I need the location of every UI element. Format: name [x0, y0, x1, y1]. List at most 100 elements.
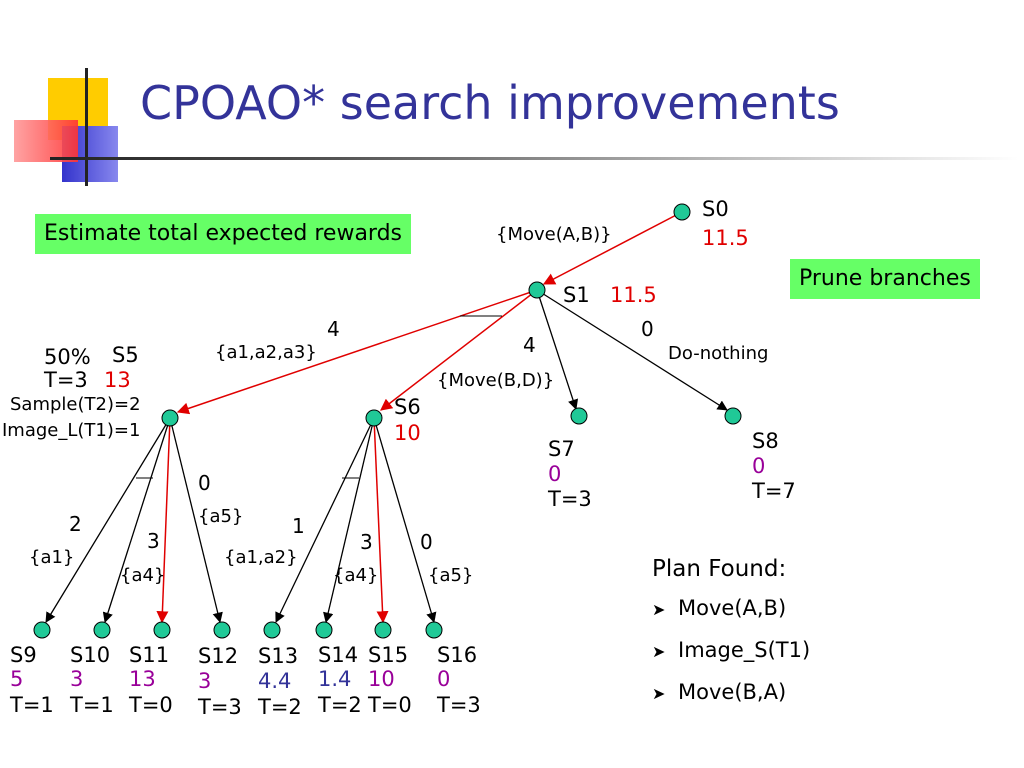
- plan-step: ➤Move(A,B): [652, 596, 810, 620]
- edge-label-a4-s6: {a4}: [333, 565, 378, 586]
- s11-value: 13: [129, 667, 156, 691]
- s1-value: 11.5: [610, 283, 657, 307]
- s15-time: T=0: [367, 693, 412, 717]
- edge-s5-s12: [169, 417, 223, 624]
- s16-name: S16: [437, 643, 477, 667]
- node-s10: [93, 621, 111, 639]
- prune-branches-box: Prune branches: [790, 259, 980, 299]
- s10-time: T=1: [69, 693, 114, 717]
- node-s12: [213, 621, 231, 639]
- edge-s1-s5: [176, 289, 538, 415]
- s14-time: T=2: [317, 693, 362, 717]
- node-s0: [673, 203, 691, 221]
- plan-step-label: Move(B,A): [678, 680, 787, 704]
- edge-s1-s6: [380, 289, 538, 411]
- s10-value: 3: [70, 667, 83, 691]
- plan-heading: Plan Found:: [652, 556, 787, 582]
- s13-name: S13: [258, 644, 298, 668]
- s0-value: 11.5: [702, 226, 749, 250]
- edge-label-s16-reward: 0: [420, 530, 433, 554]
- s7-time: T=3: [547, 487, 592, 511]
- edge-label-a1: {a1}: [29, 547, 74, 568]
- node-s7: [570, 407, 588, 425]
- s15-value: 10: [368, 667, 395, 691]
- edge-s6-s15: [373, 417, 389, 624]
- s16-value: 0: [437, 667, 450, 691]
- s12-value: 3: [198, 669, 211, 693]
- edge-label-s11-reward: 3: [147, 529, 160, 553]
- slide-title: CPOAO* search improvements: [140, 76, 840, 130]
- s1-name: S1: [563, 283, 590, 307]
- node-s14: [315, 621, 333, 639]
- edge-label-s8-reward: 0: [641, 317, 654, 341]
- node-s5: [161, 409, 179, 427]
- s14-name: S14: [318, 643, 358, 667]
- edge-label-s13-reward: 1: [292, 514, 305, 538]
- arrow-bullet-icon: ➤: [652, 642, 666, 661]
- estimate-rewards-box: Estimate total expected rewards: [35, 214, 412, 254]
- tree-nodes: [33, 203, 742, 639]
- s7-name: S7: [548, 437, 575, 461]
- node-s1: [528, 281, 546, 299]
- node-s11: [153, 621, 171, 639]
- s11-time: T=0: [128, 693, 173, 717]
- s10-name: S10: [70, 643, 110, 667]
- s13-value: 4.4: [258, 669, 291, 693]
- deco-horizontal-line: [50, 157, 1018, 160]
- tree-edges: [45, 211, 728, 624]
- edge-s5-s11: [156, 417, 171, 624]
- plan-found-panel: Plan Found: ➤Move(A,B) ➤ Image_S(T1) ➤ Mov…: [652, 556, 810, 722]
- arrow-bullet-icon: ➤: [652, 600, 666, 619]
- s0-name: S0: [702, 197, 729, 221]
- s9-name: S9: [10, 643, 37, 667]
- s5-value: 13: [104, 368, 131, 392]
- s5-prob: 50%: [44, 345, 91, 369]
- s8-value: 0: [752, 454, 765, 478]
- edge-label-do-nothing: Do-nothing: [668, 343, 768, 364]
- s6-value: 10: [394, 421, 421, 445]
- edge-label-s5-reward: 4: [327, 317, 340, 341]
- edge-label-s6-reward: 4: [523, 333, 536, 357]
- deco-red-square: [14, 120, 78, 162]
- arrow-bullet-icon: ➤: [652, 684, 666, 703]
- edge-s5-s9: [45, 417, 171, 623]
- s5-note-sample: Sample(T2)=2: [10, 394, 141, 415]
- edge-label-a5-s5: {a5}: [198, 506, 243, 527]
- s5-note-image: Image_L(T1)=1: [2, 420, 140, 441]
- s13-time: T=2: [257, 695, 302, 719]
- edge-s1-s8: [536, 289, 728, 411]
- node-s9: [33, 621, 51, 639]
- edge-s6-s16: [373, 417, 437, 623]
- s5-time: T=3: [43, 368, 88, 392]
- edge-s5-s10: [102, 417, 171, 623]
- s14-value: 1.4: [318, 667, 351, 691]
- edge-s6-s13: [275, 417, 375, 623]
- edge-label-s12-reward: 0: [198, 471, 211, 495]
- s12-time: T=3: [197, 695, 242, 719]
- s8-name: S8: [752, 429, 779, 453]
- s15-name: S15: [368, 643, 408, 667]
- edge-s0-s1: [542, 211, 683, 285]
- node-s8: [724, 407, 742, 425]
- plan-step-label: Image_S(T1): [678, 638, 811, 662]
- edge-label-a1a2: {a1,a2}: [224, 547, 298, 568]
- s8-time: T=7: [751, 479, 796, 503]
- edge-label-move-ab: {Move(A,B)}: [496, 224, 612, 245]
- edge-label-move-bd: {Move(B,D)}: [437, 370, 554, 391]
- edge-label-a4-s5: {a4}: [120, 565, 165, 586]
- edge-label-s15-reward: 3: [360, 530, 373, 554]
- s9-value: 5: [10, 667, 23, 691]
- s11-name: S11: [129, 643, 169, 667]
- node-s15: [374, 621, 392, 639]
- edge-label-s9-reward: 2: [69, 512, 82, 536]
- s7-value: 0: [548, 462, 561, 486]
- edge-s6-s14: [323, 417, 375, 624]
- edge-s1-s7: [536, 289, 579, 410]
- node-s6: [365, 409, 383, 427]
- plan-step: ➤ Move(B,A): [652, 680, 810, 704]
- node-s13: [263, 621, 281, 639]
- edge-label-s5-action: {a1,a2,a3}: [215, 342, 317, 363]
- plan-step: ➤ Image_S(T1): [652, 638, 810, 662]
- deco-vertical-line: [85, 68, 88, 186]
